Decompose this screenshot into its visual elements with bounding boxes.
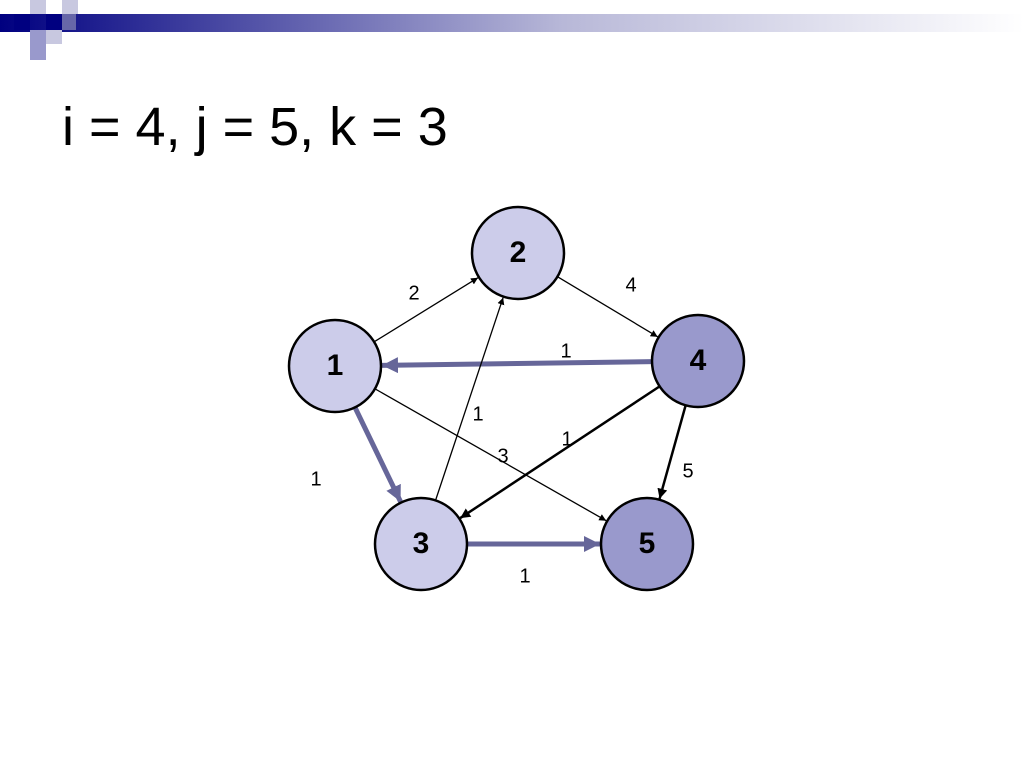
header-gradient-bar xyxy=(0,14,1024,32)
edge-2-to-4 xyxy=(557,276,659,338)
node-circle-2 xyxy=(470,205,566,301)
header-band xyxy=(0,0,1024,60)
node-label-1: 1 xyxy=(327,349,344,382)
node-4: 4 xyxy=(650,313,746,409)
slide-title: i = 4, j = 5, k = 3 xyxy=(62,97,448,157)
edge-weight-1-to-3: 1 xyxy=(310,468,321,490)
header-checker-pattern xyxy=(14,0,78,60)
node-2: 2 xyxy=(470,205,566,301)
node-label-4: 4 xyxy=(690,344,707,377)
edge-weight-1-to-5: 3 xyxy=(497,445,508,467)
node-3: 3 xyxy=(373,496,469,592)
node-label-5: 5 xyxy=(639,527,656,560)
node-circle-1 xyxy=(287,318,383,414)
edge-weight-1-to-2: 2 xyxy=(408,282,419,304)
node-circle-3 xyxy=(373,496,469,592)
edge-weight-4-to-5: 5 xyxy=(682,460,693,482)
edge-weight-3-to-2: 1 xyxy=(472,403,483,425)
nodes-layer: 1 2 3 4 5 xyxy=(287,205,746,592)
edge-1-to-2 xyxy=(373,277,479,343)
edge-3-to-2 xyxy=(434,297,505,501)
edge-4-to-3 xyxy=(459,385,661,520)
edge-4-to-5 xyxy=(657,404,687,500)
node-circle-4 xyxy=(650,313,746,409)
node-5: 5 xyxy=(599,496,695,592)
edge-weight-4-to-1: 1 xyxy=(560,340,571,362)
edge-weight-3-to-5: 1 xyxy=(519,565,530,587)
node-1: 1 xyxy=(287,318,383,414)
edges-layer xyxy=(352,276,687,552)
edge-4-to-1 xyxy=(381,357,653,374)
node-label-3: 3 xyxy=(413,527,430,560)
node-circle-5 xyxy=(599,496,695,592)
edge-weight-4-to-3: 1 xyxy=(561,428,572,450)
edge-1-to-5 xyxy=(374,388,607,522)
edge-weight-2-to-4: 4 xyxy=(625,274,636,296)
edge-1-to-3 xyxy=(352,406,403,503)
node-label-2: 2 xyxy=(510,236,527,269)
